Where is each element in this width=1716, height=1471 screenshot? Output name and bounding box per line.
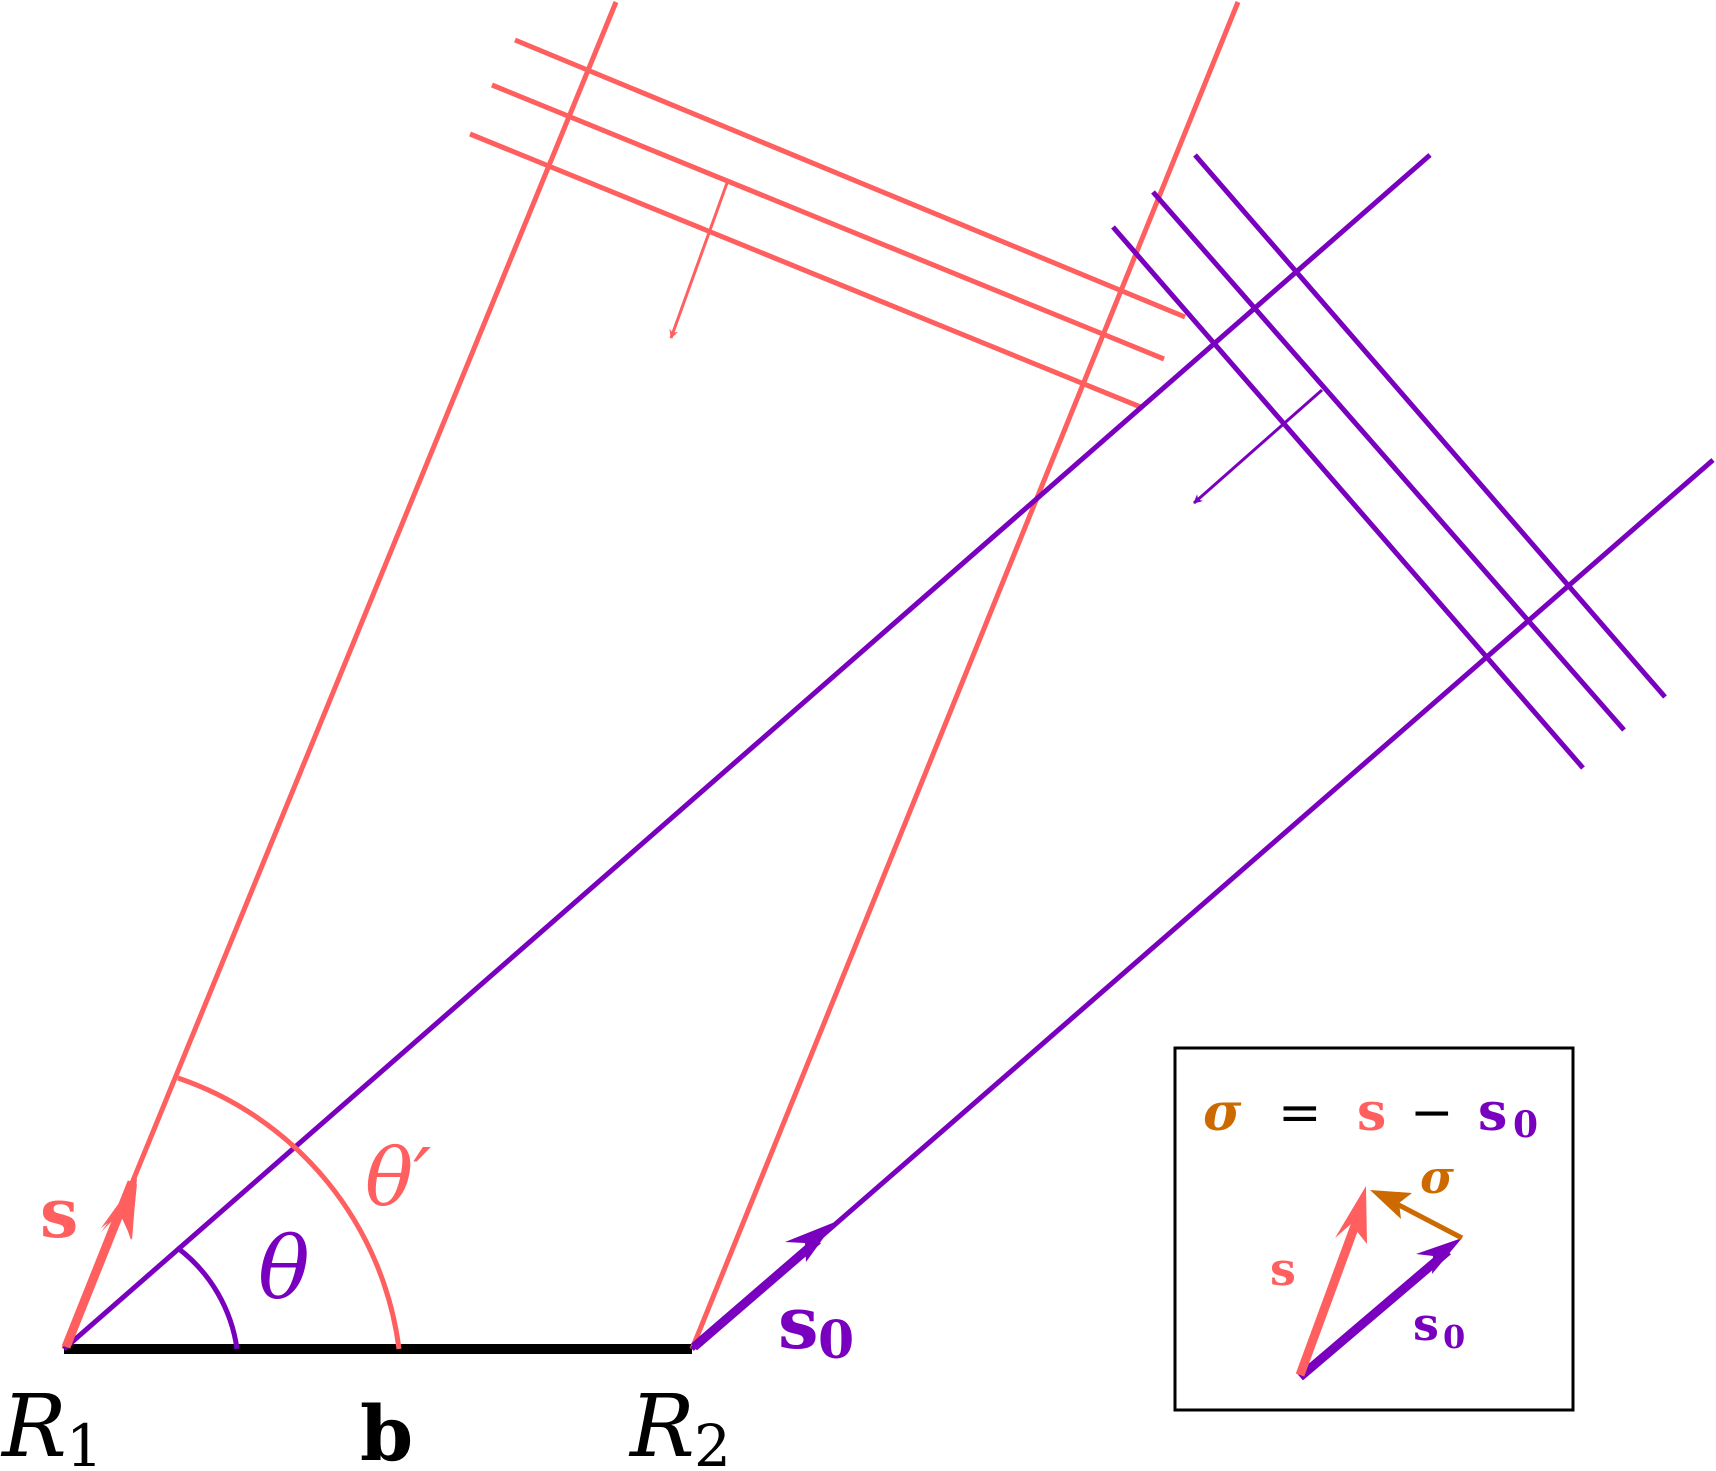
inset-s0-tip [1416,1238,1462,1274]
inset-eq-s0-sub: 0 [1513,1104,1538,1146]
s0-vector-tip [785,1222,835,1262]
s-propagation-arrow [669,182,729,339]
inset-s0-label: s [1413,1297,1439,1351]
theta-prime-arc [177,1075,402,1350]
inset-s-label: s [1270,1242,1296,1296]
r2-subscript: 2 [694,1412,731,1471]
s0-vector-label: s [778,1280,819,1365]
theta-arc [177,1247,240,1350]
s-wavefront-2 [491,82,1165,362]
inset-sigma-tip [1370,1190,1412,1219]
s-ray-r2 [689,1,1241,1350]
s-wavefront-1 [514,37,1186,320]
r2-label: R [628,1377,695,1471]
s0-wavefront-1 [1193,153,1667,699]
inset-s-tip [1335,1186,1367,1244]
s0-wavefront-2 [1151,190,1626,732]
s-ray-r1 [61,1,619,1350]
r1-label: R [0,1377,67,1471]
inset-eq-equals: = [1278,1083,1322,1143]
s-vector-label: s [40,1174,78,1254]
r1-subscript: 1 [66,1412,103,1471]
inset-s0-vector [1297,1247,1451,1381]
inset-eq-sigma: σ [1203,1082,1242,1143]
inset-s0-subscript: 0 [1443,1318,1465,1356]
inset-sigma-vector [1393,1200,1464,1241]
s0-wavefront-3 [1111,225,1585,770]
inset-sigma-label: σ [1420,1150,1454,1204]
inset-s-vector [1295,1210,1365,1377]
theta-label: θ [258,1219,310,1319]
theta-prime-label: θ′ [365,1131,431,1224]
s-vector-tip [101,1178,137,1240]
s0-vector-subscript: 0 [818,1310,854,1371]
inset-eq-s0: s [1478,1082,1507,1143]
inset-eq-s: s [1357,1082,1386,1143]
inset-eq-minus: − [1410,1083,1454,1143]
s-wavefront-3 [469,131,1144,411]
inset-box: σ = s − s 0 σ s s 0 [1173,1046,1575,1412]
s0-propagation-arrow [1193,388,1323,505]
s0-ray-r2 [690,458,1715,1351]
baseline-label: b [360,1389,413,1471]
s0-ray-r1 [62,153,1432,1351]
s0-vector [691,1236,821,1351]
